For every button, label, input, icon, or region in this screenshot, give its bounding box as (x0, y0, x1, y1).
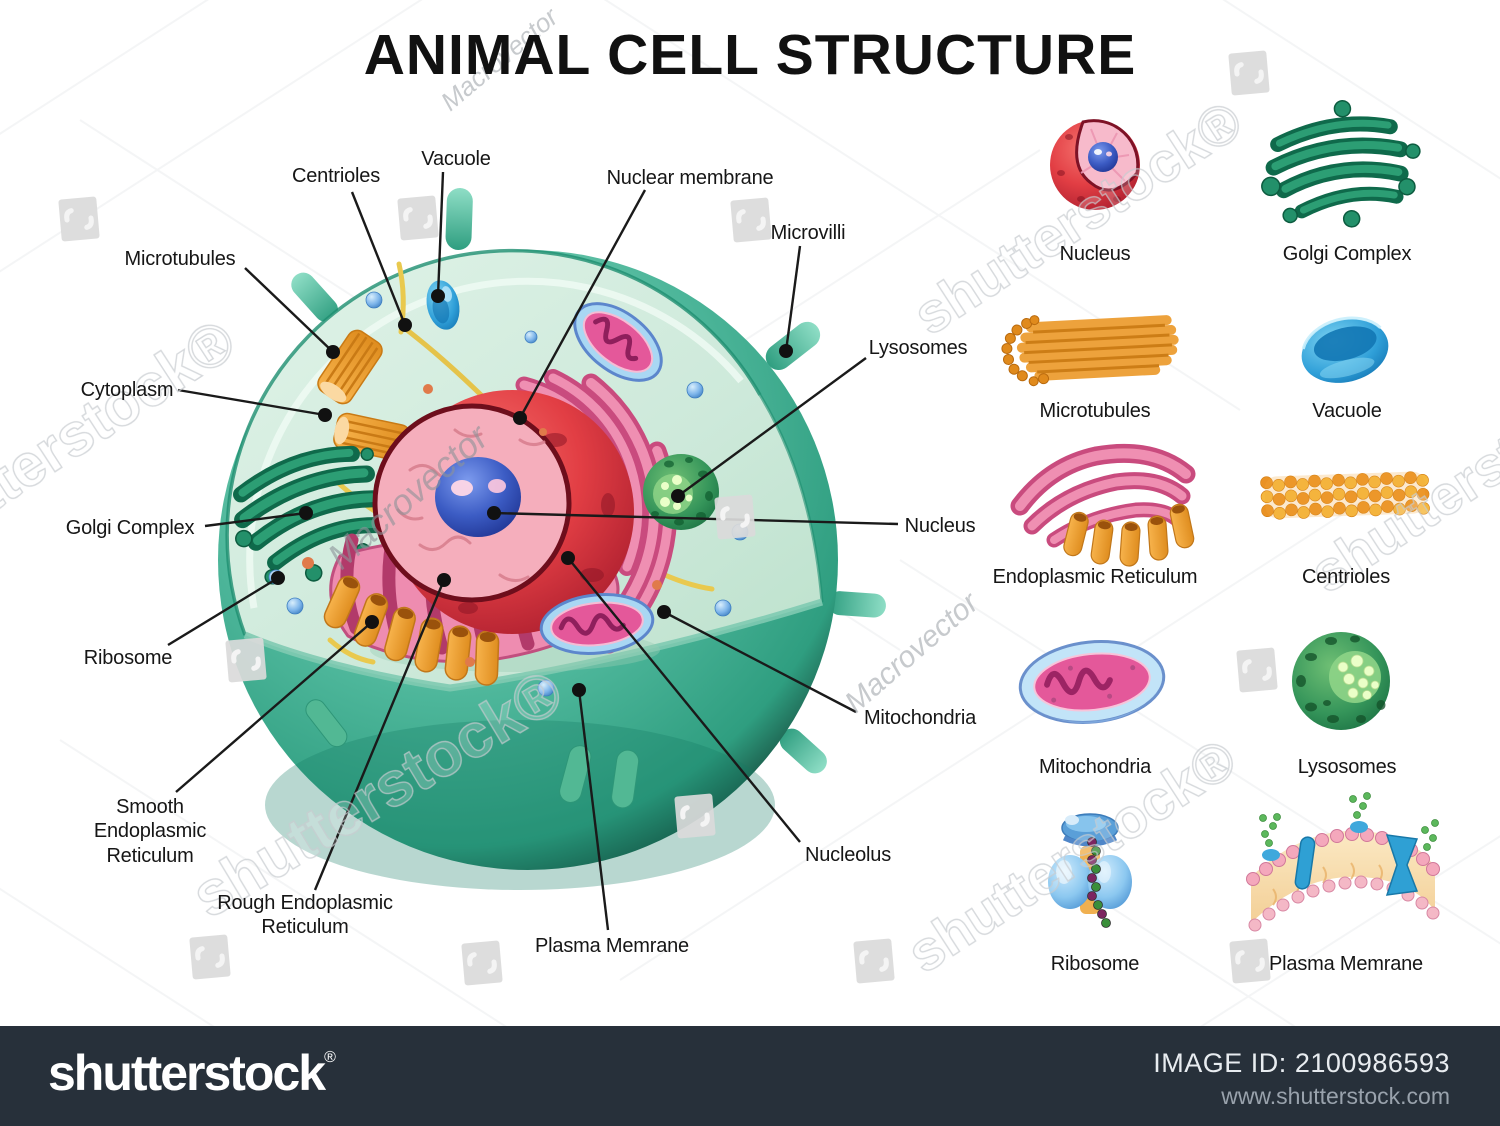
watermark-placeholder-icon (1229, 938, 1271, 984)
label-lines (167, 171, 899, 931)
label-mitochondria: Mitochondria (863, 707, 977, 729)
vacuole-icon (1301, 316, 1389, 383)
er-tubes (1063, 503, 1195, 567)
legend-label-mitochondria: Mitochondria (1038, 756, 1152, 778)
centrioles-icon (1260, 471, 1430, 520)
nucleus-icon (1050, 119, 1140, 210)
glycoprotein-chains (1259, 792, 1439, 851)
brand-watermark: shutterstock® (0, 307, 247, 583)
label-ribosome: Ribosome (83, 647, 173, 669)
label-nucleus: Nucleus (904, 515, 976, 537)
watermark-placeholder-icon (714, 494, 756, 540)
watermark-placeholder-icon (461, 940, 503, 986)
cut-floor-edge (243, 598, 824, 692)
label-vacuole: Vacuole (421, 148, 491, 170)
label-golgi-complex: Golgi Complex (65, 517, 195, 539)
label-dots (271, 289, 793, 697)
golgi-organelle (233, 445, 393, 585)
membrane-protein-pill (1294, 836, 1316, 890)
label-centrioles: Centrioles (291, 165, 381, 187)
legend-label-plasma-membrane: Plasma Memrane (1269, 953, 1423, 975)
watermark-placeholder-icon (1228, 50, 1270, 96)
watermark-placeholder-icon (853, 938, 895, 984)
watermark-squares (58, 50, 1278, 986)
surface-microvilli (305, 699, 640, 809)
microvilli-bumps (291, 188, 886, 774)
cell-illustration (218, 188, 886, 890)
label-microtubules: Microtubules (124, 248, 236, 270)
mitochondria-icon (1018, 640, 1166, 724)
label-nucleolus: Nucleolus (804, 844, 892, 866)
plasma-membrane-icon (1246, 792, 1440, 932)
microtubules-icon (1001, 315, 1179, 387)
golgi-complex-icon (1261, 99, 1421, 228)
legend-label-vacuole: Vacuole (1312, 400, 1382, 422)
mitochondria-organelle-1 (573, 302, 663, 382)
website-url: www.shutterstock.com (1221, 1083, 1450, 1109)
shutterstock-logo: shutterstock® (48, 1045, 336, 1101)
mitochondria-organelle-2 (539, 593, 655, 655)
label-lysosomes: Lysosomes (868, 337, 968, 359)
legend-icons (1001, 99, 1440, 932)
endoplasmic-reticulum-icon (1010, 443, 1196, 567)
legend-label-golgi-complex: Golgi Complex (1282, 243, 1412, 265)
watermark-placeholder-icon (58, 196, 100, 242)
membrane-protein-channel (1385, 834, 1419, 896)
label-nuclear-membrane: Nuclear membrane (606, 167, 774, 189)
label-plasma-membrane: Plasma Memrane (535, 935, 689, 957)
legend-label-centrioles: Centrioles (1301, 566, 1391, 588)
watermark-placeholder-icon (397, 195, 439, 241)
label-rough-er: Rough Endoplasmic Reticulum (217, 892, 393, 939)
label-cytoplasm: Cytoplasm (80, 379, 174, 401)
ribosome-icon (1048, 813, 1132, 928)
watermark-placeholder-icon (189, 934, 231, 980)
watermark-placeholder-icon (730, 197, 772, 243)
legend-label-ribosome: Ribosome (1050, 953, 1140, 975)
watermark-placeholder-icon (225, 637, 267, 683)
page-title: ANIMAL CELL STRUCTURE (363, 23, 1137, 87)
image-id: IMAGE ID: 2100986593 (1153, 1048, 1450, 1078)
watermark-placeholder-icon (1236, 647, 1278, 693)
legend-label-nucleus: Nucleus (1059, 243, 1131, 265)
shutterstock-footer-bar: shutterstock® IMAGE ID: 2100986593 www.s… (0, 1026, 1500, 1126)
membrane-beads-bottom (1248, 875, 1440, 932)
label-smooth-er: Smooth Endoplasmic Reticulum (93, 796, 207, 867)
legend-label-microtubules: Microtubules (1039, 400, 1151, 422)
lysosomes-icon (1292, 632, 1390, 730)
legend-label-lysosomes: Lysosomes (1297, 756, 1397, 778)
label-microvilli: Microvilli (770, 222, 846, 244)
cell-diagram-artwork: Macrovector Macrovector Macrovector shut… (0, 0, 1500, 1026)
watermark-placeholder-icon (674, 793, 716, 839)
registered-mark: ® (324, 1049, 336, 1066)
legend-label-endoplasmic-reticulum: Endoplasmic Reticulum (992, 566, 1198, 588)
